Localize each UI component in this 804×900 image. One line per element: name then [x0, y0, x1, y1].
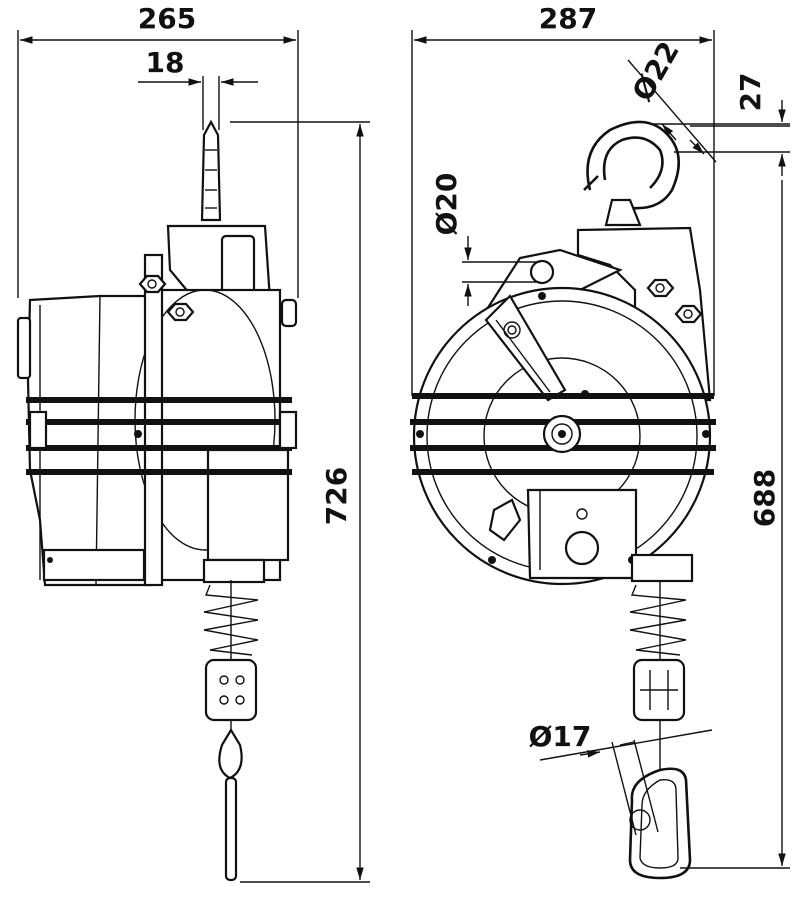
suspension-pin — [200, 119, 222, 222]
side-cable-exit — [202, 558, 266, 882]
suspension-hook — [583, 120, 680, 227]
dim-width-side: 265 — [138, 2, 196, 35]
dimension-lines — [17, 30, 790, 883]
front-drum — [410, 286, 716, 586]
dim-height-front: 688 — [748, 469, 781, 527]
dim-pivot-diameter: Ø20 — [430, 173, 463, 236]
dim-hook-diameter: Ø22 — [626, 36, 686, 107]
side-housing — [16, 253, 298, 587]
dim-hook-offset: 27 — [734, 73, 767, 112]
front-cable-exit — [628, 580, 692, 880]
dim-carabiner-diameter: Ø17 — [529, 720, 592, 753]
dim-width-front: 287 — [539, 2, 597, 35]
front-view — [410, 120, 716, 880]
dim-height-side: 726 — [320, 467, 353, 525]
side-view — [16, 119, 298, 882]
dim-pin-width: 18 — [146, 46, 185, 79]
